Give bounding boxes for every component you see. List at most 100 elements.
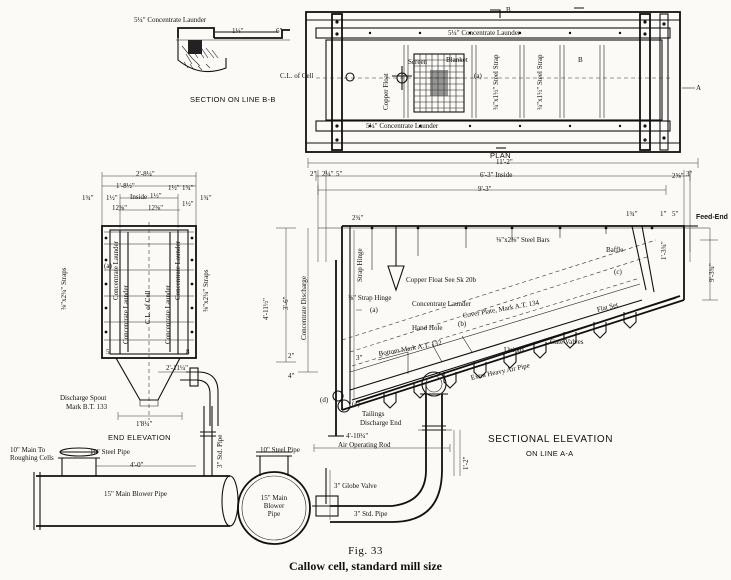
end-inside-label: Inside <box>130 193 148 201</box>
plan-blanket-label: Blanket <box>446 56 468 64</box>
bb-dim-2: 6" <box>276 27 283 35</box>
sect-marker-d: (d) <box>320 396 329 404</box>
sect-dim-3-6: 3'-6" <box>282 296 290 310</box>
sect-dim-1-2: 1'-2" <box>462 456 470 470</box>
pipe-steel-pipe-2-label: 10" Steel Pipe <box>260 446 300 454</box>
sect-top-dim-7: 5" <box>672 210 679 218</box>
pipe-main-blower-label: 15" Main Blower Pipe <box>104 490 167 498</box>
plan-drawing <box>305 7 695 153</box>
sect-discharge-end-label: Discharge End <box>360 419 402 427</box>
sect-top-dim-6: 1" <box>660 210 667 218</box>
end-launder-right: Concentrate Launder <box>174 241 182 300</box>
sect-strap-hinge-2: ⅜" Strap Hinge <box>348 294 392 302</box>
end-elevation-title: END ELEVATION <box>108 433 171 442</box>
end-launder-left: Concentrate Launder <box>112 241 120 300</box>
end-strap-right: ⅜"x2¾" Straps <box>202 269 210 312</box>
end-half-width-1: 12⅝" <box>112 204 128 212</box>
sect-unions-label: Unions <box>504 346 525 354</box>
end-spout-width: 1'8¼" <box>136 420 153 428</box>
sect-dim-3in: 3" <box>356 354 363 362</box>
sect-subtitle: ON LINE A-A <box>526 449 574 458</box>
plan-screen-label: Screen <box>408 58 428 66</box>
bb-dim-1: 1¼" <box>232 27 244 35</box>
sect-air-rod-label: Air Operating Rod <box>338 441 391 449</box>
sect-dim-1-11: 1¾" <box>626 210 638 218</box>
figure-number: Fig. 33 <box>348 545 383 557</box>
sect-dim-4-10: 4'-10¾" <box>346 432 369 440</box>
end-overall-dim: 2'-8¼" <box>136 170 155 178</box>
pipe-std-label: 3" Std. Pipe <box>354 510 388 518</box>
pipe-dim-4-0: 4'-0" <box>130 461 144 469</box>
sect-marker-c: (c) <box>614 268 622 276</box>
sect-gate-valves-label: Gate Valves <box>550 338 584 346</box>
sect-top-dim-3: 5" <box>336 170 343 178</box>
plan-bottom-launder-label: 5¼" Concentrate Launder <box>366 122 439 130</box>
pipe-main-to-roughing-label: 10" Main To Roughing Cells <box>10 446 54 462</box>
plan-title: PLAN <box>490 151 511 160</box>
sect-strap-hinge-1: Strap Hinge <box>356 248 364 282</box>
end-spout-dim: 2'-11¼" <box>166 364 188 372</box>
figure-title: Callow cell, standard mill size <box>289 559 442 573</box>
sect-marker-a: (a) <box>370 306 378 314</box>
plan-dimensions <box>307 158 699 262</box>
end-side-dim-3: 1½" <box>106 194 118 202</box>
plan-strap-label-2: ¾"x1½" Steel Strap <box>536 54 544 111</box>
plan-marker-b-top: B <box>506 6 511 14</box>
sect-baffle-label: Baffle <box>606 246 624 254</box>
sect-top-dim-2: 2¼" <box>322 170 334 178</box>
plan-top-launder-label: 5¼" Concentrate Launder <box>448 29 521 37</box>
sect-discharge-label: Concentrate Discharge <box>300 276 308 340</box>
piping-drawing <box>33 406 311 545</box>
plan-marker-a: (a) <box>474 72 482 80</box>
sect-top-dim-4: 3" <box>686 170 693 178</box>
sect-tailings-label: Tailings <box>362 410 385 418</box>
sect-overall-dim: 11'-2" <box>496 158 513 166</box>
end-centerline-label: C.L. of Cell <box>144 290 152 324</box>
sect-dim-1-3: 1'-3¾" <box>660 241 668 260</box>
end-side-dim-2: 1¾" <box>200 194 212 202</box>
end-spout-label: Discharge Spout <box>60 394 107 402</box>
end-dim-8: 8 <box>186 348 190 356</box>
end-half-width-2: 12⅝" <box>148 204 164 212</box>
end-elevation-drawing <box>101 172 219 426</box>
sect-dim-2-9: 2¾" <box>352 214 364 222</box>
end-strap-left: ⅜"x2¾" Straps <box>60 267 68 310</box>
sect-inside-dim: 6'-3" Inside <box>480 171 513 179</box>
sect-top-dim-1: 2" <box>310 170 317 178</box>
end-inside-dim-3: 1½" <box>168 184 180 192</box>
end-launder-right-2: Concentrate Launder <box>164 285 172 344</box>
end-dim-5: 5 <box>106 348 110 356</box>
end-marker-a: (a) <box>104 262 112 270</box>
sect-marker-b: (b) <box>458 320 467 328</box>
sectional-elevation-drawing <box>276 225 718 523</box>
sect-length2-dim: 9'-3" <box>478 185 492 193</box>
section-bb-title: SECTION ON LINE B-B <box>190 95 276 104</box>
bb-launder-label: 5¼" Concentrate Launder <box>134 16 207 24</box>
sect-top-dim-5: 2⅝" <box>672 172 684 180</box>
sect-feed-end-label: Feed-End <box>696 214 728 221</box>
section-bb-drawing <box>176 27 290 73</box>
plan-copper-float-label: Copper Float <box>382 73 390 110</box>
sect-copper-float-label: Copper Float See Sk 20b <box>406 276 476 284</box>
plan-centerline-label: C.L. of Cell <box>280 72 314 80</box>
sect-launder-label: Concentrate Launder <box>412 300 471 308</box>
end-launder-left-2: Concentrate Launder <box>122 285 130 344</box>
sect-dim-4in: 4" <box>288 372 295 380</box>
end-inside-dim-4: 1¾" <box>182 184 194 192</box>
end-spout-mark-label: Mark B.T. 133 <box>66 403 108 411</box>
sect-bars-label: ⅜"x2⅜" Steel Bars <box>496 236 550 244</box>
sect-dim-4-11: 4'-11½" <box>262 298 270 320</box>
end-side-dim-4: 1½" <box>182 200 194 208</box>
pipe-blower-circle-label: 15" Main Blower Pipe <box>260 494 288 518</box>
end-inside-dim-2: 1½" <box>150 192 162 200</box>
pipe-steel-pipe-label: 10" Steel Pipe <box>90 448 130 456</box>
plan-marker-a-side: A <box>696 84 702 92</box>
end-side-dim-1: 1¾" <box>82 194 94 202</box>
pipe-globe-valve-label: 3" Globe Valve <box>334 482 377 490</box>
pipe-std-vertical-label: 3" Std. Pipe <box>216 434 224 468</box>
sect-marker-e: (e) <box>352 400 360 408</box>
plan-strap-label-1: ¾"x1½" Steel Strap <box>492 54 500 111</box>
sect-hand-hole-label: Hand Hole <box>412 324 443 332</box>
